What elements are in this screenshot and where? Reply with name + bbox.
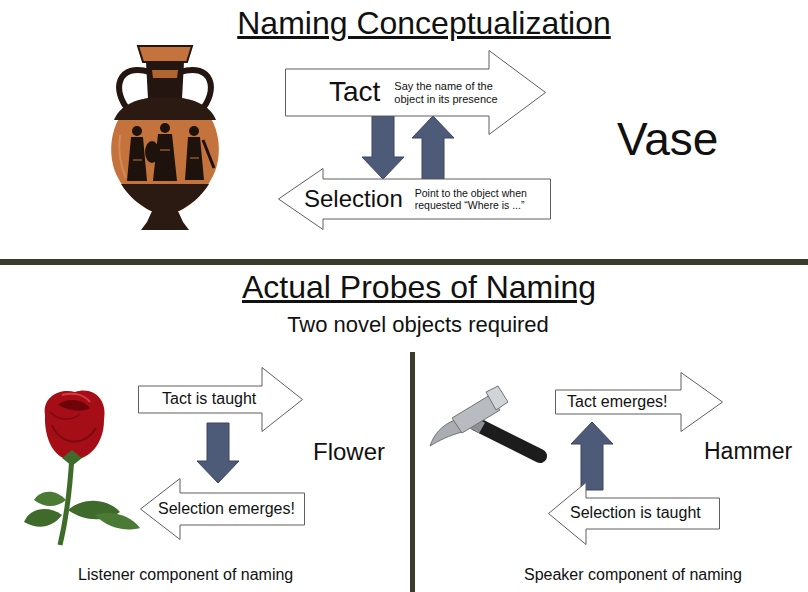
arrow-label: Selection emerges! <box>158 500 295 518</box>
node-text-group: Selection Point to the object when reques… <box>304 179 545 219</box>
selection-arrow: Selection Point to the object when reques… <box>278 168 551 230</box>
arrow-shape <box>139 368 303 432</box>
diagram-title: Naming Conceptualization <box>237 4 611 42</box>
emerges-arrow: Tact emerges! <box>555 372 723 432</box>
node-text-group: Tact is taught <box>162 386 256 413</box>
arrow-shape <box>279 169 551 230</box>
rose-illustration <box>24 390 140 545</box>
arrow-description: Say the name of the object in its presen… <box>394 80 514 105</box>
section-heading: Actual Probes of Naming <box>242 268 596 306</box>
section-divider <box>0 259 808 265</box>
node-text-group: Tact emerges! <box>567 390 667 414</box>
node-text-group: Selection is taught <box>570 498 701 529</box>
node-text-group: Selection emerges! <box>158 493 295 525</box>
hammer-illustration <box>430 386 540 456</box>
block-arrow-connector <box>412 116 454 179</box>
tact-arrow: Tact Say the name of the object in its pr… <box>285 50 546 135</box>
node-text-group: Tact Say the name of the object in its pr… <box>329 69 514 116</box>
arrow-label: Tact emerges! <box>567 393 667 411</box>
panel-caption: Listener component of naming <box>78 565 293 584</box>
arrow-label: Selection is taught <box>570 504 701 522</box>
object-name: Flower <box>313 438 385 467</box>
panel-divider <box>410 352 415 592</box>
arrow-shape <box>549 483 720 545</box>
arrow-label: Selection <box>304 185 403 213</box>
object-name: Vase <box>617 112 718 167</box>
arrow-label: Tact <box>329 76 380 108</box>
arrow-shape <box>556 373 723 432</box>
panel-caption: Speaker component of naming <box>524 565 742 584</box>
arrow-label: Tact is taught <box>162 390 256 408</box>
taught-arrow: Tact is taught <box>138 367 303 432</box>
arrow-description: Point to the object when requested “Wher… <box>415 187 545 211</box>
block-arrow-connector <box>362 116 404 179</box>
emerges-arrow: Selection emerges! <box>140 478 305 540</box>
arrow-shape <box>286 51 546 135</box>
subheading: Two novel objects required <box>287 312 549 338</box>
object-name: Hammer <box>704 438 792 466</box>
block-arrow-connector <box>571 422 613 490</box>
arrow-shape <box>141 479 305 540</box>
block-arrow-connector <box>197 423 239 483</box>
vase-illustration <box>111 46 219 230</box>
taught-arrow: Selection is taught <box>548 482 720 545</box>
